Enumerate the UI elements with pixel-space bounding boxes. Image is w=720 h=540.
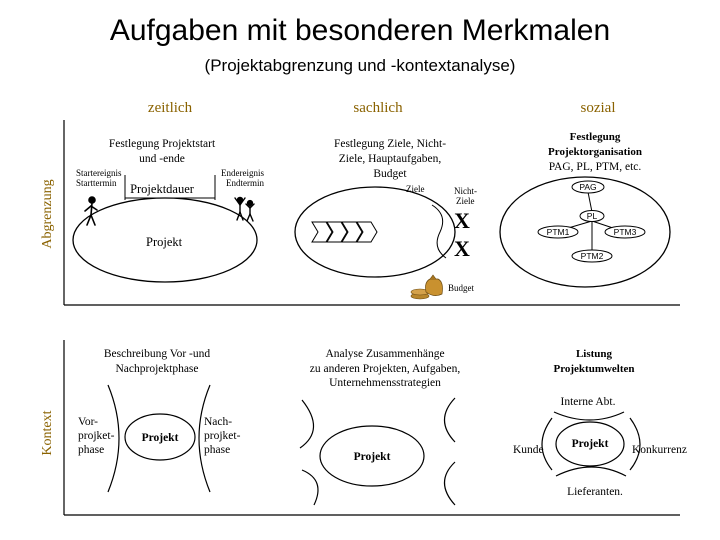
- org-connectors: [557, 191, 623, 252]
- sozial-heading-line2: Projektorganisation: [548, 146, 642, 158]
- sachlich-kontext-panel: Analyse Zusammenhänge zu anderen Projekt…: [299, 348, 461, 506]
- sozial-abgrenzung-panel: Festlegung Projektorganisation PAG, PL, …: [499, 131, 671, 288]
- vor-line3: phase: [78, 444, 104, 456]
- nicht-ziele-connector: [431, 204, 447, 259]
- nach-line1: Nach-: [204, 416, 232, 428]
- dauer-label: Projektdauer: [130, 182, 195, 196]
- money-bag-icon: [410, 274, 443, 300]
- sachlich-heading-line2: Ziele, Hauptaufgaben,: [339, 153, 442, 165]
- ptm2-label: PTM2: [581, 251, 604, 261]
- end-event-line1: Endereignis: [221, 168, 264, 178]
- sachlich-ellipse: [294, 186, 456, 278]
- column-heading-sachlich: sachlich: [353, 100, 403, 116]
- nach-line3: phase: [204, 444, 230, 456]
- zeitlich-heading-line1: Festlegung Projektstart: [109, 138, 216, 150]
- x-mark-2: X: [454, 236, 470, 261]
- ptm1-node: [537, 225, 579, 239]
- column-heading-zeitlich: zeitlich: [147, 100, 193, 116]
- umwelt-curves: [541, 411, 641, 477]
- start-event-line2: Starttermin: [76, 178, 117, 188]
- pl-node: [579, 210, 605, 222]
- kontext-zeit-project-ellipse: [124, 413, 196, 461]
- sachlich-heading-line3: Budget: [373, 168, 407, 180]
- end-event-line2: Endtermin: [226, 178, 264, 188]
- lieferanten-label: Lieferanten.: [567, 486, 623, 498]
- project-ellipse: [72, 197, 258, 283]
- kontext-sach-project-ellipse: [319, 425, 425, 487]
- konkurrenz-label: Konkurrenz: [632, 444, 687, 456]
- page-title: Aufgaben mit besonderen Merkmalen: [109, 14, 611, 47]
- vor-phase-curve: [107, 384, 120, 493]
- nicht-ziele-line2: Ziele: [456, 196, 475, 206]
- zeitlich-projekt-label: Projekt: [146, 235, 183, 249]
- pag-label: PAG: [579, 182, 596, 192]
- interne-abt-label: Interne Abt.: [561, 396, 616, 408]
- kontext-zeit-heading-line1: Beschreibung Vor -und: [104, 348, 211, 360]
- kontext-sozial-project-ellipse: [555, 421, 625, 467]
- vor-line2: projket-: [78, 430, 115, 442]
- kontext-sozial-projekt-label: Projekt: [572, 438, 609, 450]
- ptm2-node: [571, 249, 613, 263]
- nach-line2: projket-: [204, 430, 241, 442]
- kontext-sozial-heading-line2: Projektumwelten: [553, 363, 634, 375]
- budget-label: Budget: [448, 283, 474, 293]
- kontext-sach-sub-line1: zu anderen Projekten, Aufgaben,: [310, 363, 461, 375]
- sozial-heading-line3: PAG, PL, PTM, etc.: [549, 161, 642, 173]
- ptm3-label: PTM3: [614, 227, 637, 237]
- sozial-heading-line1: Festlegung: [570, 131, 621, 143]
- page-subtitle: (Projektabgrenzung und -kontextanalyse): [204, 56, 516, 75]
- end-figures-icon: [234, 196, 255, 222]
- kontext-sach-projekt-label: Projekt: [354, 451, 391, 463]
- row-axes: [63, 120, 680, 516]
- ptm1-label: PTM1: [547, 227, 570, 237]
- kontext-sach-heading: Analyse Zusammenhänge: [325, 348, 444, 360]
- start-figure-icon: [84, 196, 98, 226]
- column-heading-sozial: sozial: [580, 100, 616, 116]
- start-event-line1: Startereignis: [76, 168, 122, 178]
- kunde-label: Kunde: [513, 444, 544, 456]
- kontext-sozial-heading-line1: Listung: [576, 348, 613, 360]
- zeitlich-abgrenzung-panel: Festlegung Projektstart und -ende Starte…: [72, 138, 264, 283]
- x-mark-1: X: [454, 208, 470, 233]
- ptm3-node: [604, 225, 646, 239]
- sozial-kontext-panel: Listung Projektumwelten Interne Abt. Pro…: [513, 348, 687, 498]
- kontext-zeit-heading-line2: Nachprojektphase: [115, 363, 198, 375]
- pag-node: [571, 180, 605, 194]
- vor-line1: Vor-: [78, 416, 98, 428]
- org-circle: [499, 176, 671, 288]
- sachlich-abgrenzung-panel: Festlegung Ziele, Nicht- Ziele, Hauptauf…: [294, 138, 477, 300]
- nicht-ziele-line1: Nicht-: [454, 186, 477, 196]
- nach-phase-curve: [198, 384, 211, 493]
- ziele-label: Ziele: [406, 184, 425, 194]
- hauptaufgaben-chevrons-icon: [311, 221, 378, 243]
- zeitlich-kontext-panel: Beschreibung Vor -und Nachprojektphase V…: [78, 348, 241, 493]
- pl-label: PL: [587, 211, 598, 221]
- sachlich-heading-line1: Festlegung Ziele, Nicht-: [334, 138, 446, 150]
- zeitlich-heading-line2: und -ende: [139, 153, 185, 165]
- surrounding-curves: [299, 397, 456, 506]
- kontext-zeit-projekt-label: Projekt: [142, 432, 179, 444]
- kontext-sach-sub-line2: Unternehmensstrategien: [329, 377, 441, 389]
